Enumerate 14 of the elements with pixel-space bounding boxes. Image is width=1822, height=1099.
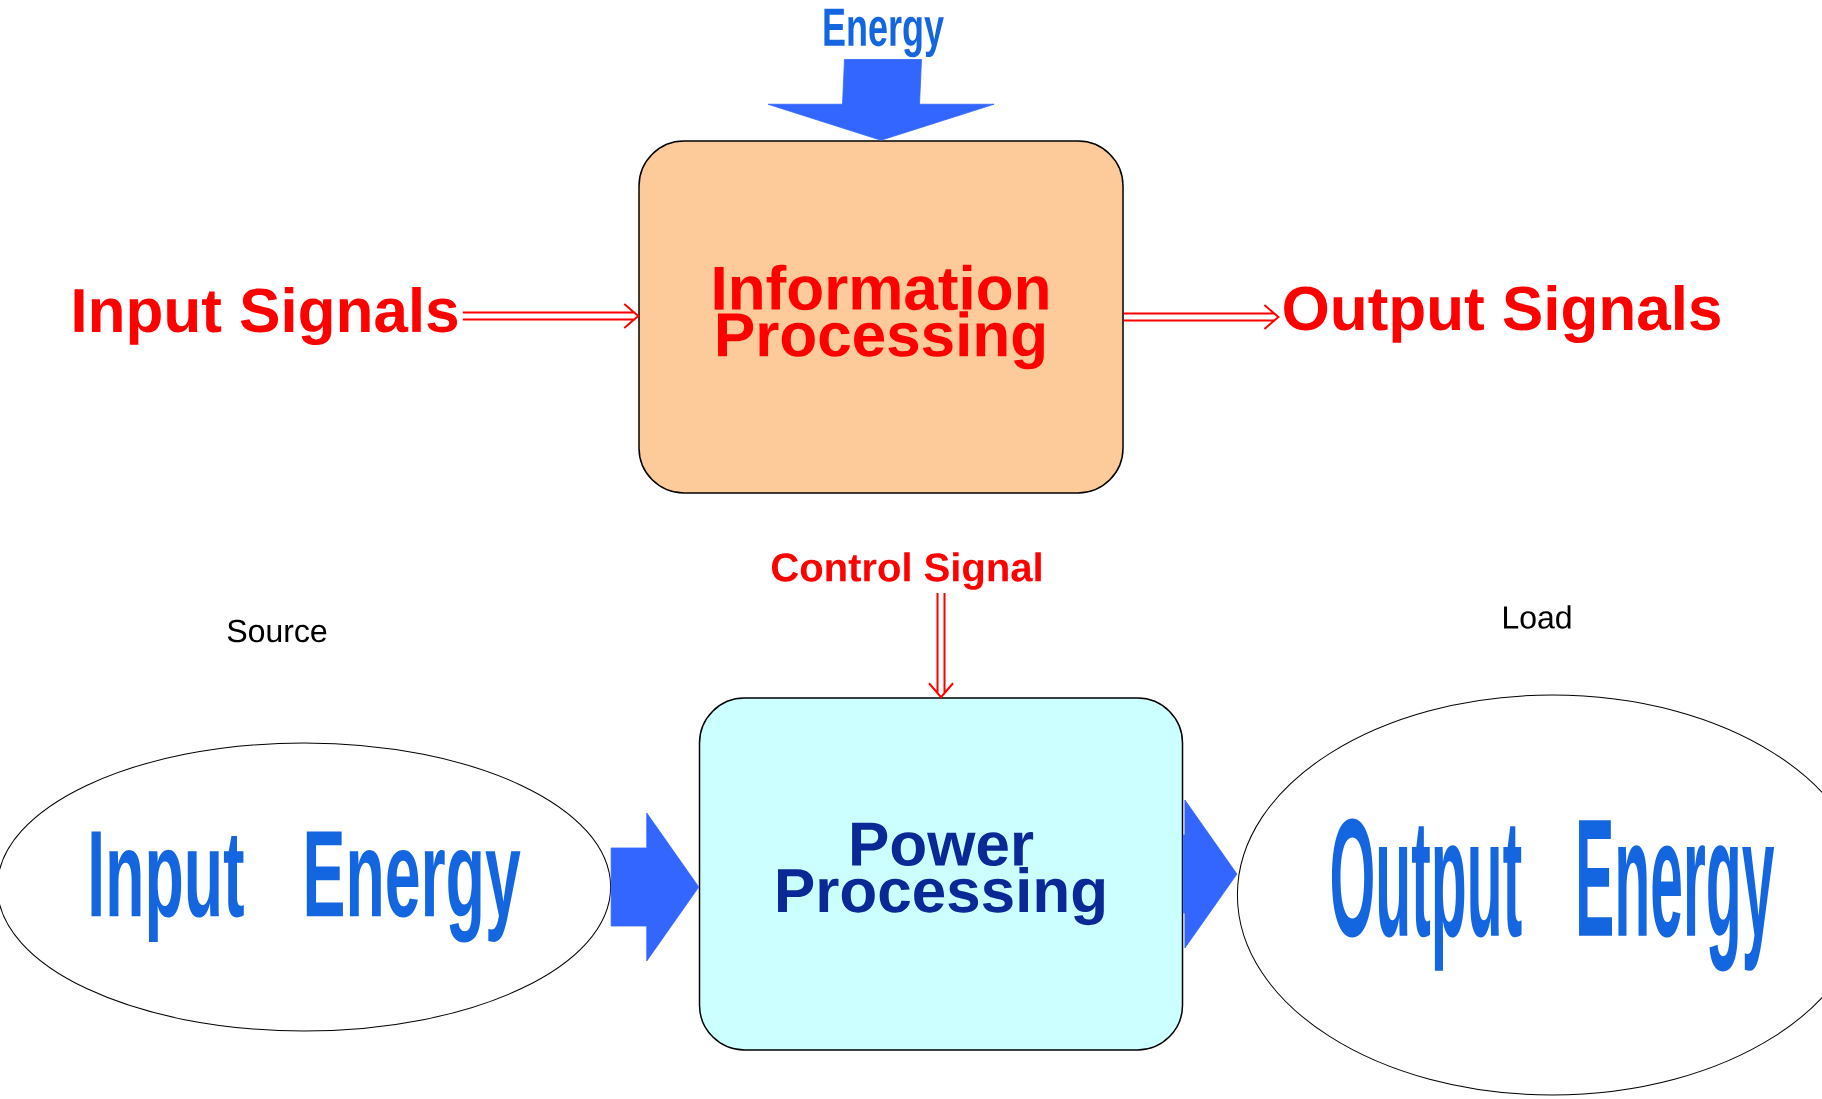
signal-label: Output Signals — [1284, 284, 1720, 344]
arrow — [928, 591, 954, 699]
arrow — [1182, 799, 1238, 949]
energy-label: Energy — [824, 8, 944, 58]
signal-label: Input Signals — [74, 286, 458, 346]
process-box: Information Processing — [638, 140, 1124, 494]
caption-label: Load — [1504, 605, 1571, 629]
arrow — [767, 59, 995, 141]
arrow — [610, 812, 700, 962]
process-box: Power Processing — [698, 697, 1184, 1051]
arrow — [1122, 304, 1280, 330]
arrow — [461, 303, 640, 329]
caption-label: Source — [227, 619, 327, 643]
signal-label: Control Signal — [772, 552, 1041, 590]
